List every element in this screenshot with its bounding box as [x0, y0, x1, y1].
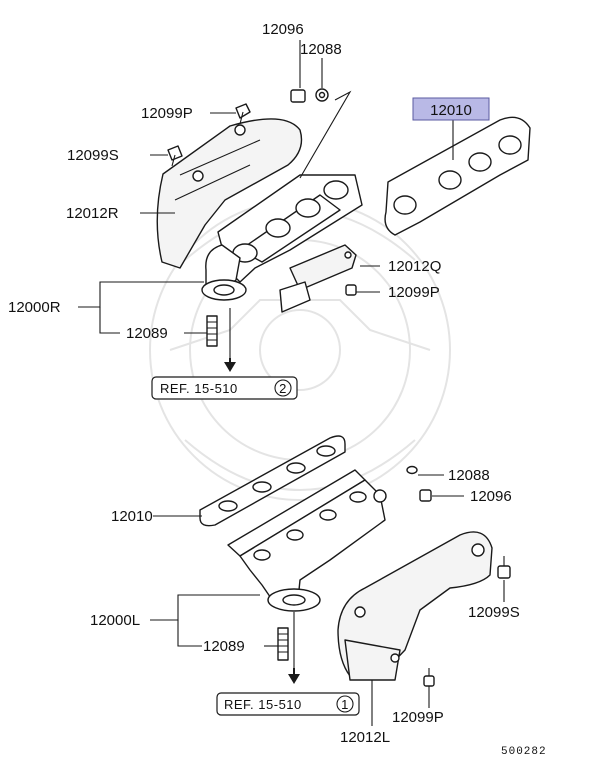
- upper-bolt-p: [235, 103, 251, 125]
- label-heat-shield-r: 12012R: [66, 205, 119, 222]
- lower-ref-arrow: [288, 668, 300, 684]
- ref-upper-circle: 2: [279, 381, 287, 396]
- bracket-bolt: [345, 284, 357, 296]
- exhaust-manifold-l: [227, 469, 387, 612]
- label-lower-stud: 12089: [203, 638, 245, 655]
- label-upper-washer: 12088: [300, 41, 342, 58]
- ref-box-lower[interactable]: REF. 15-510 1: [216, 692, 360, 716]
- upper-fasteners: [290, 88, 329, 103]
- label-heat-shield-q: 12012Q: [388, 258, 441, 275]
- heat-shield-r: [156, 118, 303, 269]
- lower-bolt-p: [423, 668, 435, 687]
- label-lower-washer: 12088: [448, 467, 490, 484]
- heat-shield-l: [337, 531, 493, 681]
- label-lower-bolt-s: 12099S: [468, 604, 520, 621]
- ref-upper-text: REF. 15-510: [160, 381, 238, 396]
- upper-bolt-s: [167, 145, 183, 167]
- ref-lower-circle: 1: [341, 697, 349, 712]
- lower-leaders: [150, 474, 505, 726]
- ref-box-upper[interactable]: REF. 15-510 2: [151, 376, 298, 400]
- lower-stud: [277, 627, 289, 661]
- highlighted-part-label[interactable]: 12010: [412, 97, 490, 121]
- lower-fasteners: [406, 465, 432, 502]
- highlight-box: [412, 97, 490, 121]
- label-manifold-r: 12000R: [8, 299, 61, 316]
- label-lower-bolt-p: 12099P: [392, 709, 444, 726]
- upper-ref-arrow: [224, 358, 236, 372]
- exhaust-gasket-lower: [199, 435, 346, 527]
- label-upper-stud: 12089: [126, 325, 168, 342]
- label-heat-shield-l: 12012L: [340, 729, 390, 746]
- heat-shield-q: [279, 244, 357, 313]
- ref-lower-text: REF. 15-510: [224, 697, 302, 712]
- label-bracket-bolt-p: 12099P: [388, 284, 440, 301]
- upper-leaders: [78, 40, 454, 360]
- label-upper-bolt-p: 12099P: [141, 105, 193, 122]
- label-lower-nut: 12096: [470, 488, 512, 505]
- upper-stud: [206, 315, 218, 347]
- label-lower-gasket: 12010: [111, 508, 153, 525]
- exhaust-manifold-r: [201, 174, 363, 301]
- lower-bolt-s: [497, 556, 511, 579]
- exhaust-gasket-upper: [384, 116, 531, 236]
- label-upper-gasket: 12010: [430, 102, 472, 119]
- label-manifold-l: 12000L: [90, 612, 140, 629]
- diagram-id: 500282: [501, 746, 547, 758]
- label-upper-nut: 12096: [262, 21, 304, 38]
- label-upper-bolt-s: 12099S: [67, 147, 119, 164]
